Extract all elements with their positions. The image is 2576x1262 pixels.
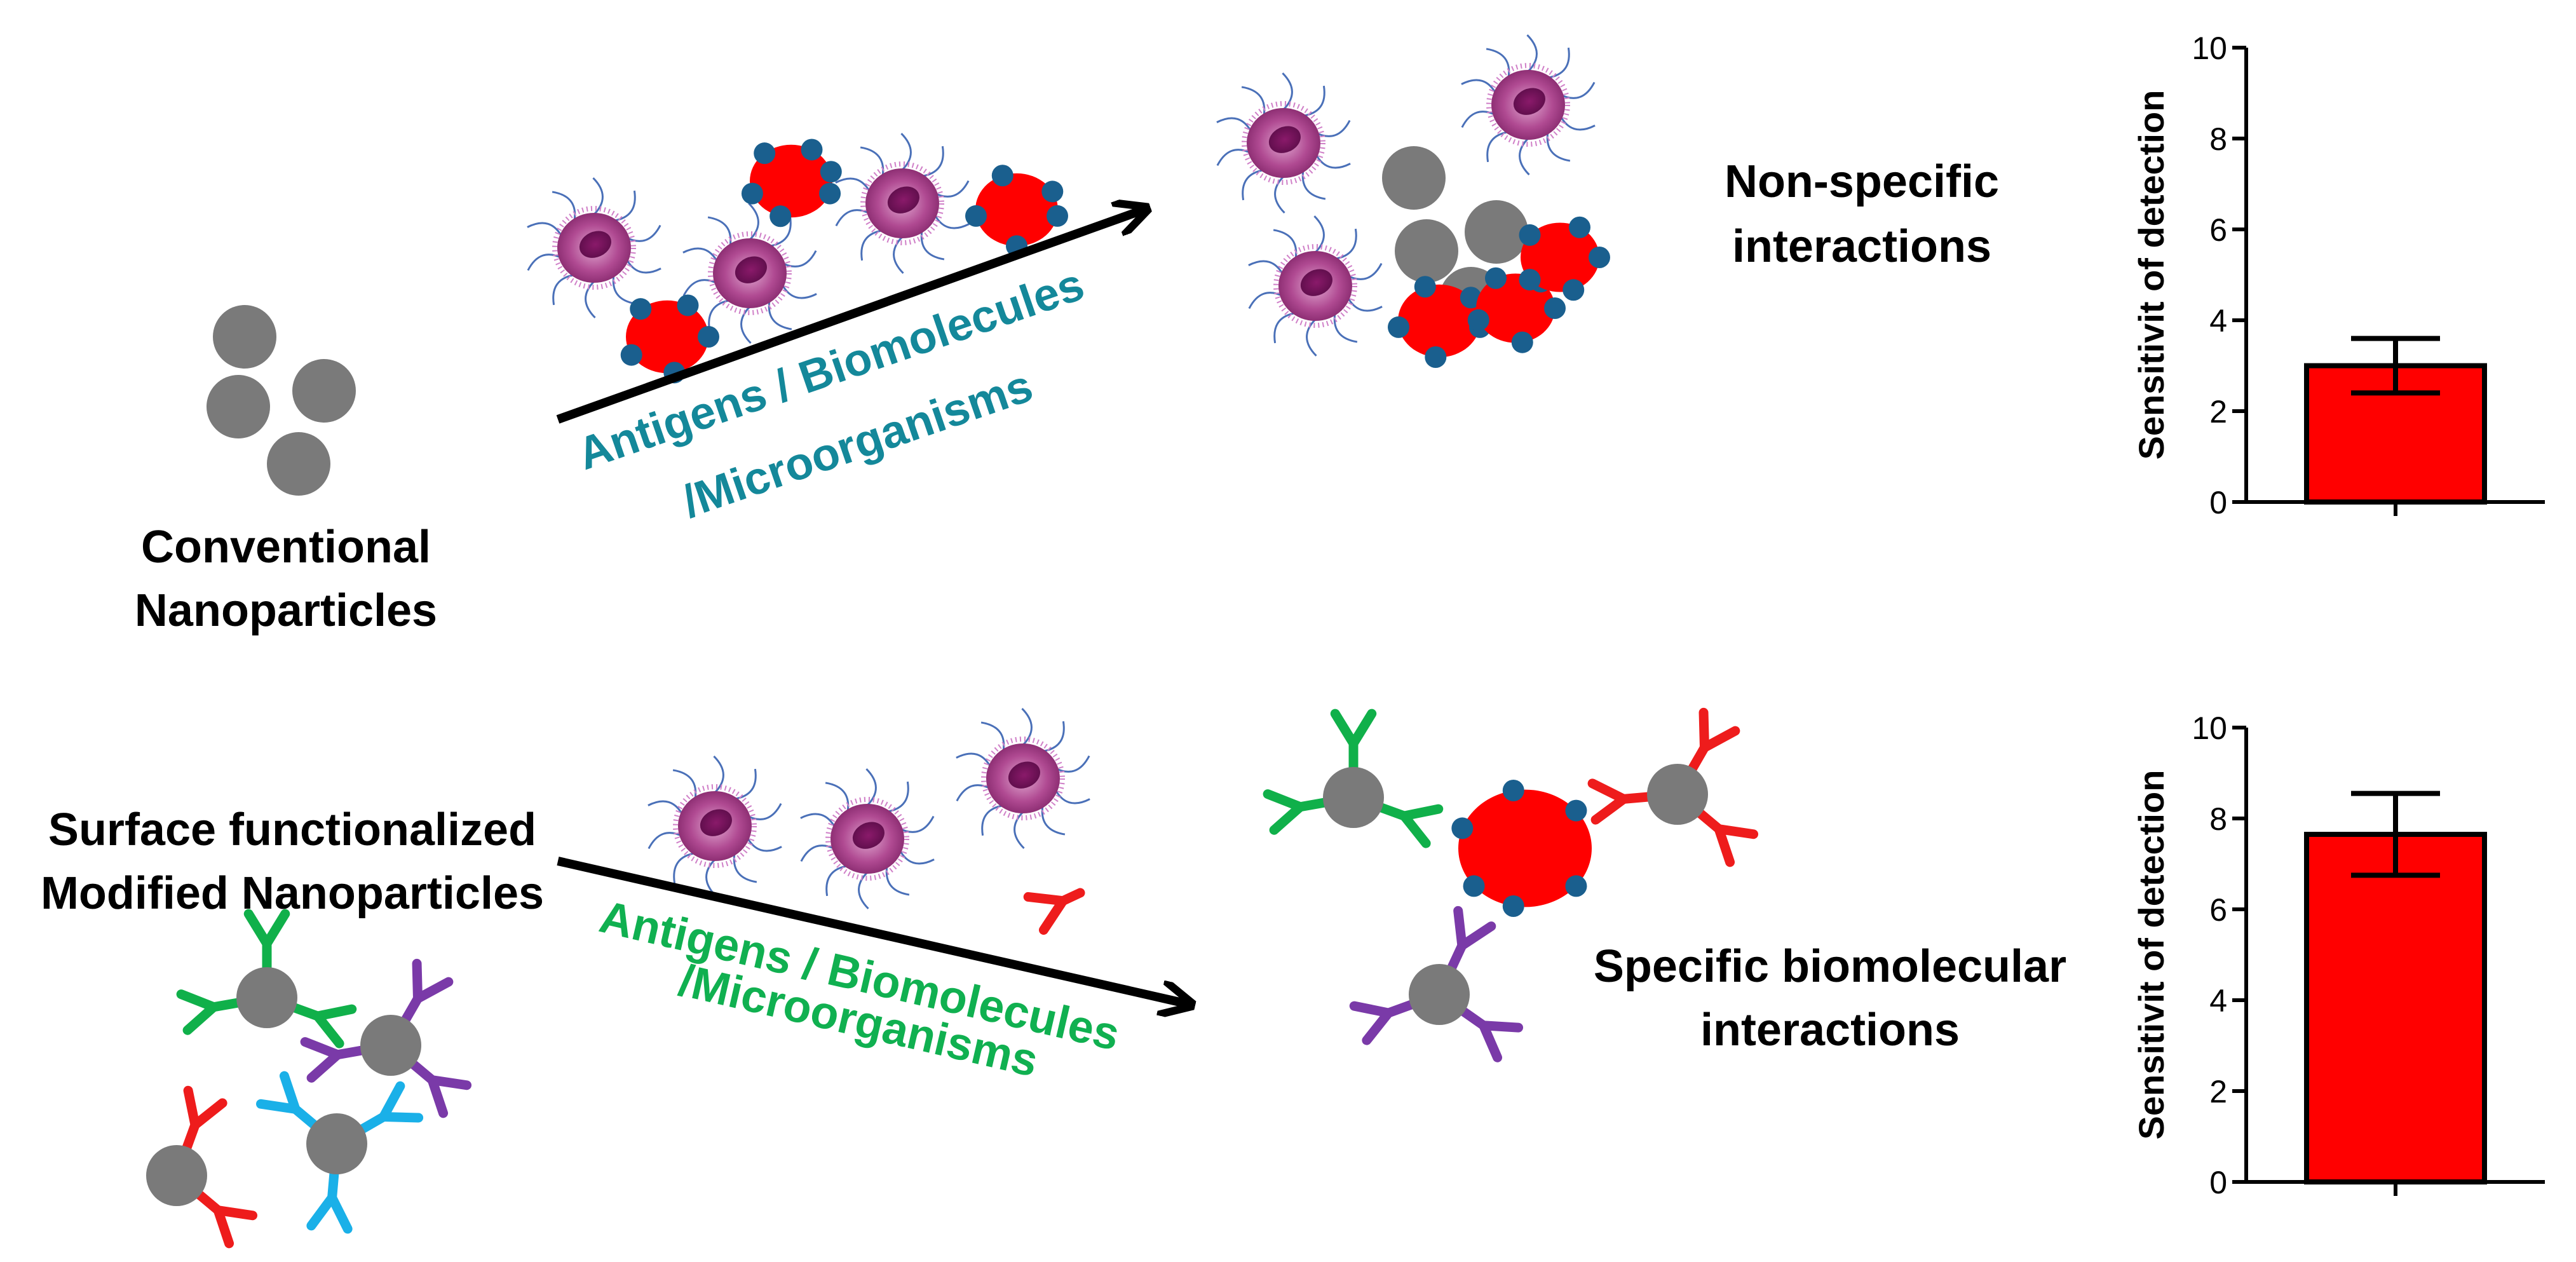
bottom-arrow — [557, 857, 1188, 1004]
specific-label-line1: Specific biomolecular — [1594, 941, 2066, 992]
nanoparticle-icon — [207, 375, 270, 438]
y-axis-label: Sensitivit of detection — [2131, 770, 2171, 1140]
antigen-particle-icon — [620, 294, 719, 384]
nanoparticle-icon — [292, 359, 356, 423]
antigen-particle-icon — [965, 165, 1069, 257]
cell-icon — [647, 755, 782, 897]
conventional-label-line2: Nanoparticles — [135, 585, 437, 636]
cell-icon — [527, 177, 661, 319]
y-tick-label: 10 — [2192, 710, 2227, 746]
bar — [2304, 832, 2487, 1184]
nanoparticle-icon — [267, 432, 330, 496]
antigen-particle-icon — [1519, 216, 1610, 301]
cell-layer — [527, 34, 1596, 910]
surface-label-line2: Modified Nanoparticles — [41, 868, 544, 919]
y-tick-label: 0 — [2209, 485, 2227, 520]
y-tick-label: 8 — [2209, 121, 2227, 157]
nanoparticle-icon — [236, 967, 297, 1028]
nanoparticle-icon — [1323, 767, 1384, 828]
nanoparticle-icon — [146, 1145, 207, 1206]
y-tick-label: 2 — [2209, 394, 2227, 430]
nanoparticle-icon — [1465, 200, 1528, 264]
nanoparticle-icon — [1382, 146, 1446, 210]
cell-icon — [835, 132, 970, 275]
antigen-particle-icon — [1387, 276, 1491, 368]
specific-label-line2: interactions — [1700, 1005, 1960, 1055]
y-tick-label: 8 — [2209, 801, 2227, 837]
top-arrow — [556, 210, 1144, 424]
nanoparticle-icon — [1395, 219, 1458, 283]
surface-label-line1: Surface functionalized — [48, 804, 536, 855]
nanoparticle-icon — [213, 305, 276, 369]
y-tick-label: 6 — [2209, 892, 2227, 928]
y-tick-label: 6 — [2209, 212, 2227, 248]
nanoparticle-icon — [1409, 964, 1470, 1025]
particle-layer — [146, 139, 1759, 1249]
cell-icon — [1461, 34, 1596, 176]
y-tick-label: 0 — [2209, 1165, 2227, 1200]
cell-icon — [956, 707, 1090, 850]
nonspecific-label-line1: Non-specific — [1725, 156, 1999, 207]
nanoparticle-icon — [1647, 764, 1708, 825]
nanoparticle-icon — [306, 1113, 367, 1174]
antigen-particle-icon — [1451, 780, 1592, 917]
y-axis-label: Sensitivit of detection — [2131, 90, 2171, 460]
antigen-particle-icon — [741, 139, 842, 227]
y-tick-label: 2 — [2209, 1074, 2227, 1109]
nonspecific-label-line2: interactions — [1732, 221, 1991, 272]
conventional-label-line1: Conventional — [141, 522, 431, 573]
cell-icon — [1216, 72, 1351, 214]
cell-icon — [682, 202, 817, 344]
antibody-icon — [1023, 888, 1085, 935]
nanoparticle-icon — [360, 1015, 421, 1076]
cell-icon — [800, 768, 935, 910]
y-tick-label: 10 — [2192, 31, 2227, 66]
y-tick-label: 4 — [2209, 983, 2227, 1019]
y-tick-label: 4 — [2209, 303, 2227, 339]
cell-icon — [1248, 215, 1383, 357]
